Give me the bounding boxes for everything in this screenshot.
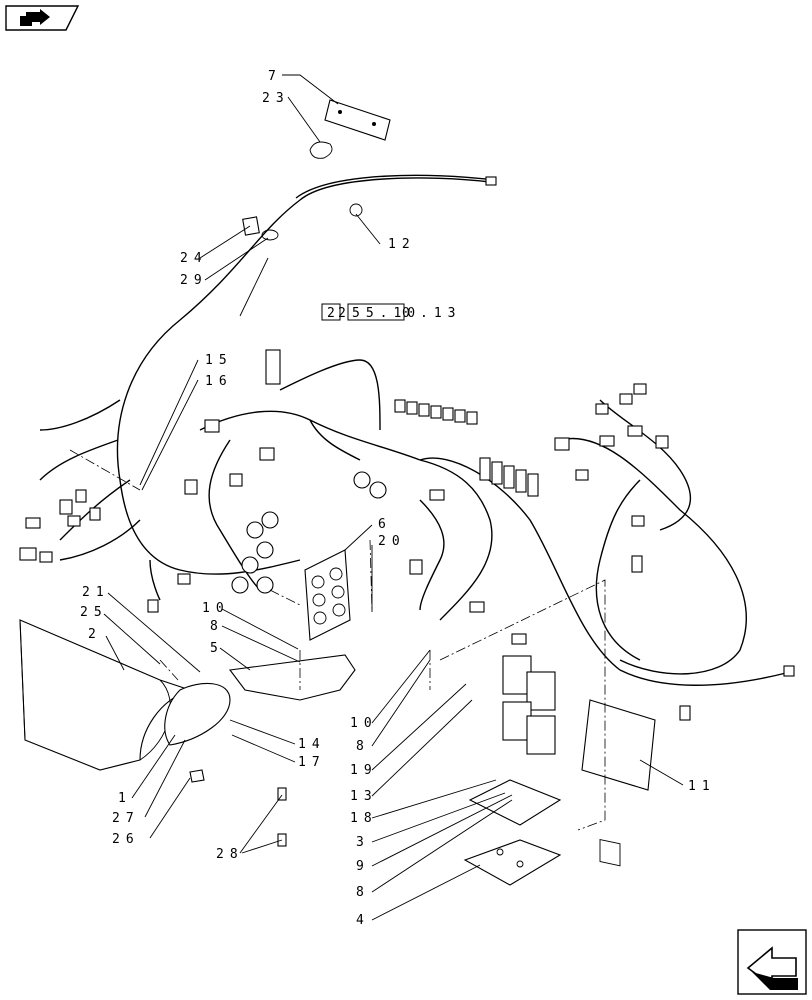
cover-part-2	[19, 619, 192, 771]
callout-18: 18	[350, 811, 378, 826]
clip-part-24	[242, 216, 260, 236]
connector-cluster-center	[184, 349, 527, 645]
callout-leaders	[103, 74, 684, 921]
bracket-part-1	[164, 682, 231, 746]
tray-part-3	[468, 779, 562, 826]
callout-24: 24	[180, 251, 208, 266]
callout-labels: 7 23 12 24 29 15 16 6 20 21 25 2 10 8 5 …	[80, 69, 716, 928]
callout-8-middle: 8	[356, 739, 370, 754]
callout-23: 23	[262, 91, 290, 106]
callout-3: 3	[356, 835, 370, 850]
relay-box-group	[502, 655, 556, 755]
callout-2: 2	[88, 627, 102, 642]
reference-mid: 2	[338, 306, 352, 321]
connector-cluster-left	[19, 489, 191, 613]
plate-part-7	[324, 99, 391, 141]
callout-20: 20	[378, 534, 406, 549]
clip-part-23	[309, 141, 333, 159]
clip-part-26	[189, 769, 205, 783]
callout-5: 5	[210, 641, 224, 656]
page-reference[interactable]: 2 2 55.10 0 .13	[321, 303, 461, 321]
callout-8-upper: 8	[210, 619, 224, 634]
reference-boxed: 0	[402, 306, 416, 321]
callout-16: 16	[205, 374, 233, 389]
callout-15: 15	[205, 353, 233, 368]
callout-11: 11	[688, 779, 716, 794]
reference-prefix: 2	[327, 306, 341, 321]
plate-part-4	[463, 839, 562, 886]
grommet-part-12	[349, 203, 363, 217]
reference-suffix: .13	[420, 306, 461, 321]
callout-4: 4	[356, 913, 370, 928]
bracket-part-6	[304, 549, 351, 641]
callout-9: 9	[356, 859, 370, 874]
callout-27: 27	[112, 811, 140, 826]
callout-17: 17	[298, 755, 326, 770]
ring-part-29	[261, 229, 279, 241]
callout-19: 19	[350, 763, 378, 778]
callout-14: 14	[298, 737, 326, 752]
callout-21: 21	[82, 585, 110, 600]
next-page-arrow-icon[interactable]	[737, 929, 807, 995]
callout-6: 6	[378, 517, 392, 532]
callout-10-upper: 10	[202, 601, 230, 616]
callout-28: 28	[216, 847, 244, 862]
plate-part-5	[228, 654, 356, 701]
connector-cluster-right	[554, 383, 795, 721]
callout-7: 7	[268, 69, 282, 84]
panel-part-11	[581, 699, 656, 867]
connector-cluster-top-relays	[394, 399, 539, 497]
clip-part-28	[277, 787, 287, 847]
callout-12: 12	[388, 237, 416, 252]
callout-8-lower: 8	[356, 885, 370, 900]
callout-10-lower: 10	[350, 716, 378, 731]
callout-26: 26	[112, 832, 140, 847]
folder-arrow-icon[interactable]	[5, 5, 80, 31]
callout-25: 25	[80, 605, 108, 620]
reference-body: 55.10	[352, 306, 421, 321]
callout-1: 1	[118, 791, 132, 806]
callout-13: 13	[350, 789, 378, 804]
callout-29: 29	[180, 273, 208, 288]
